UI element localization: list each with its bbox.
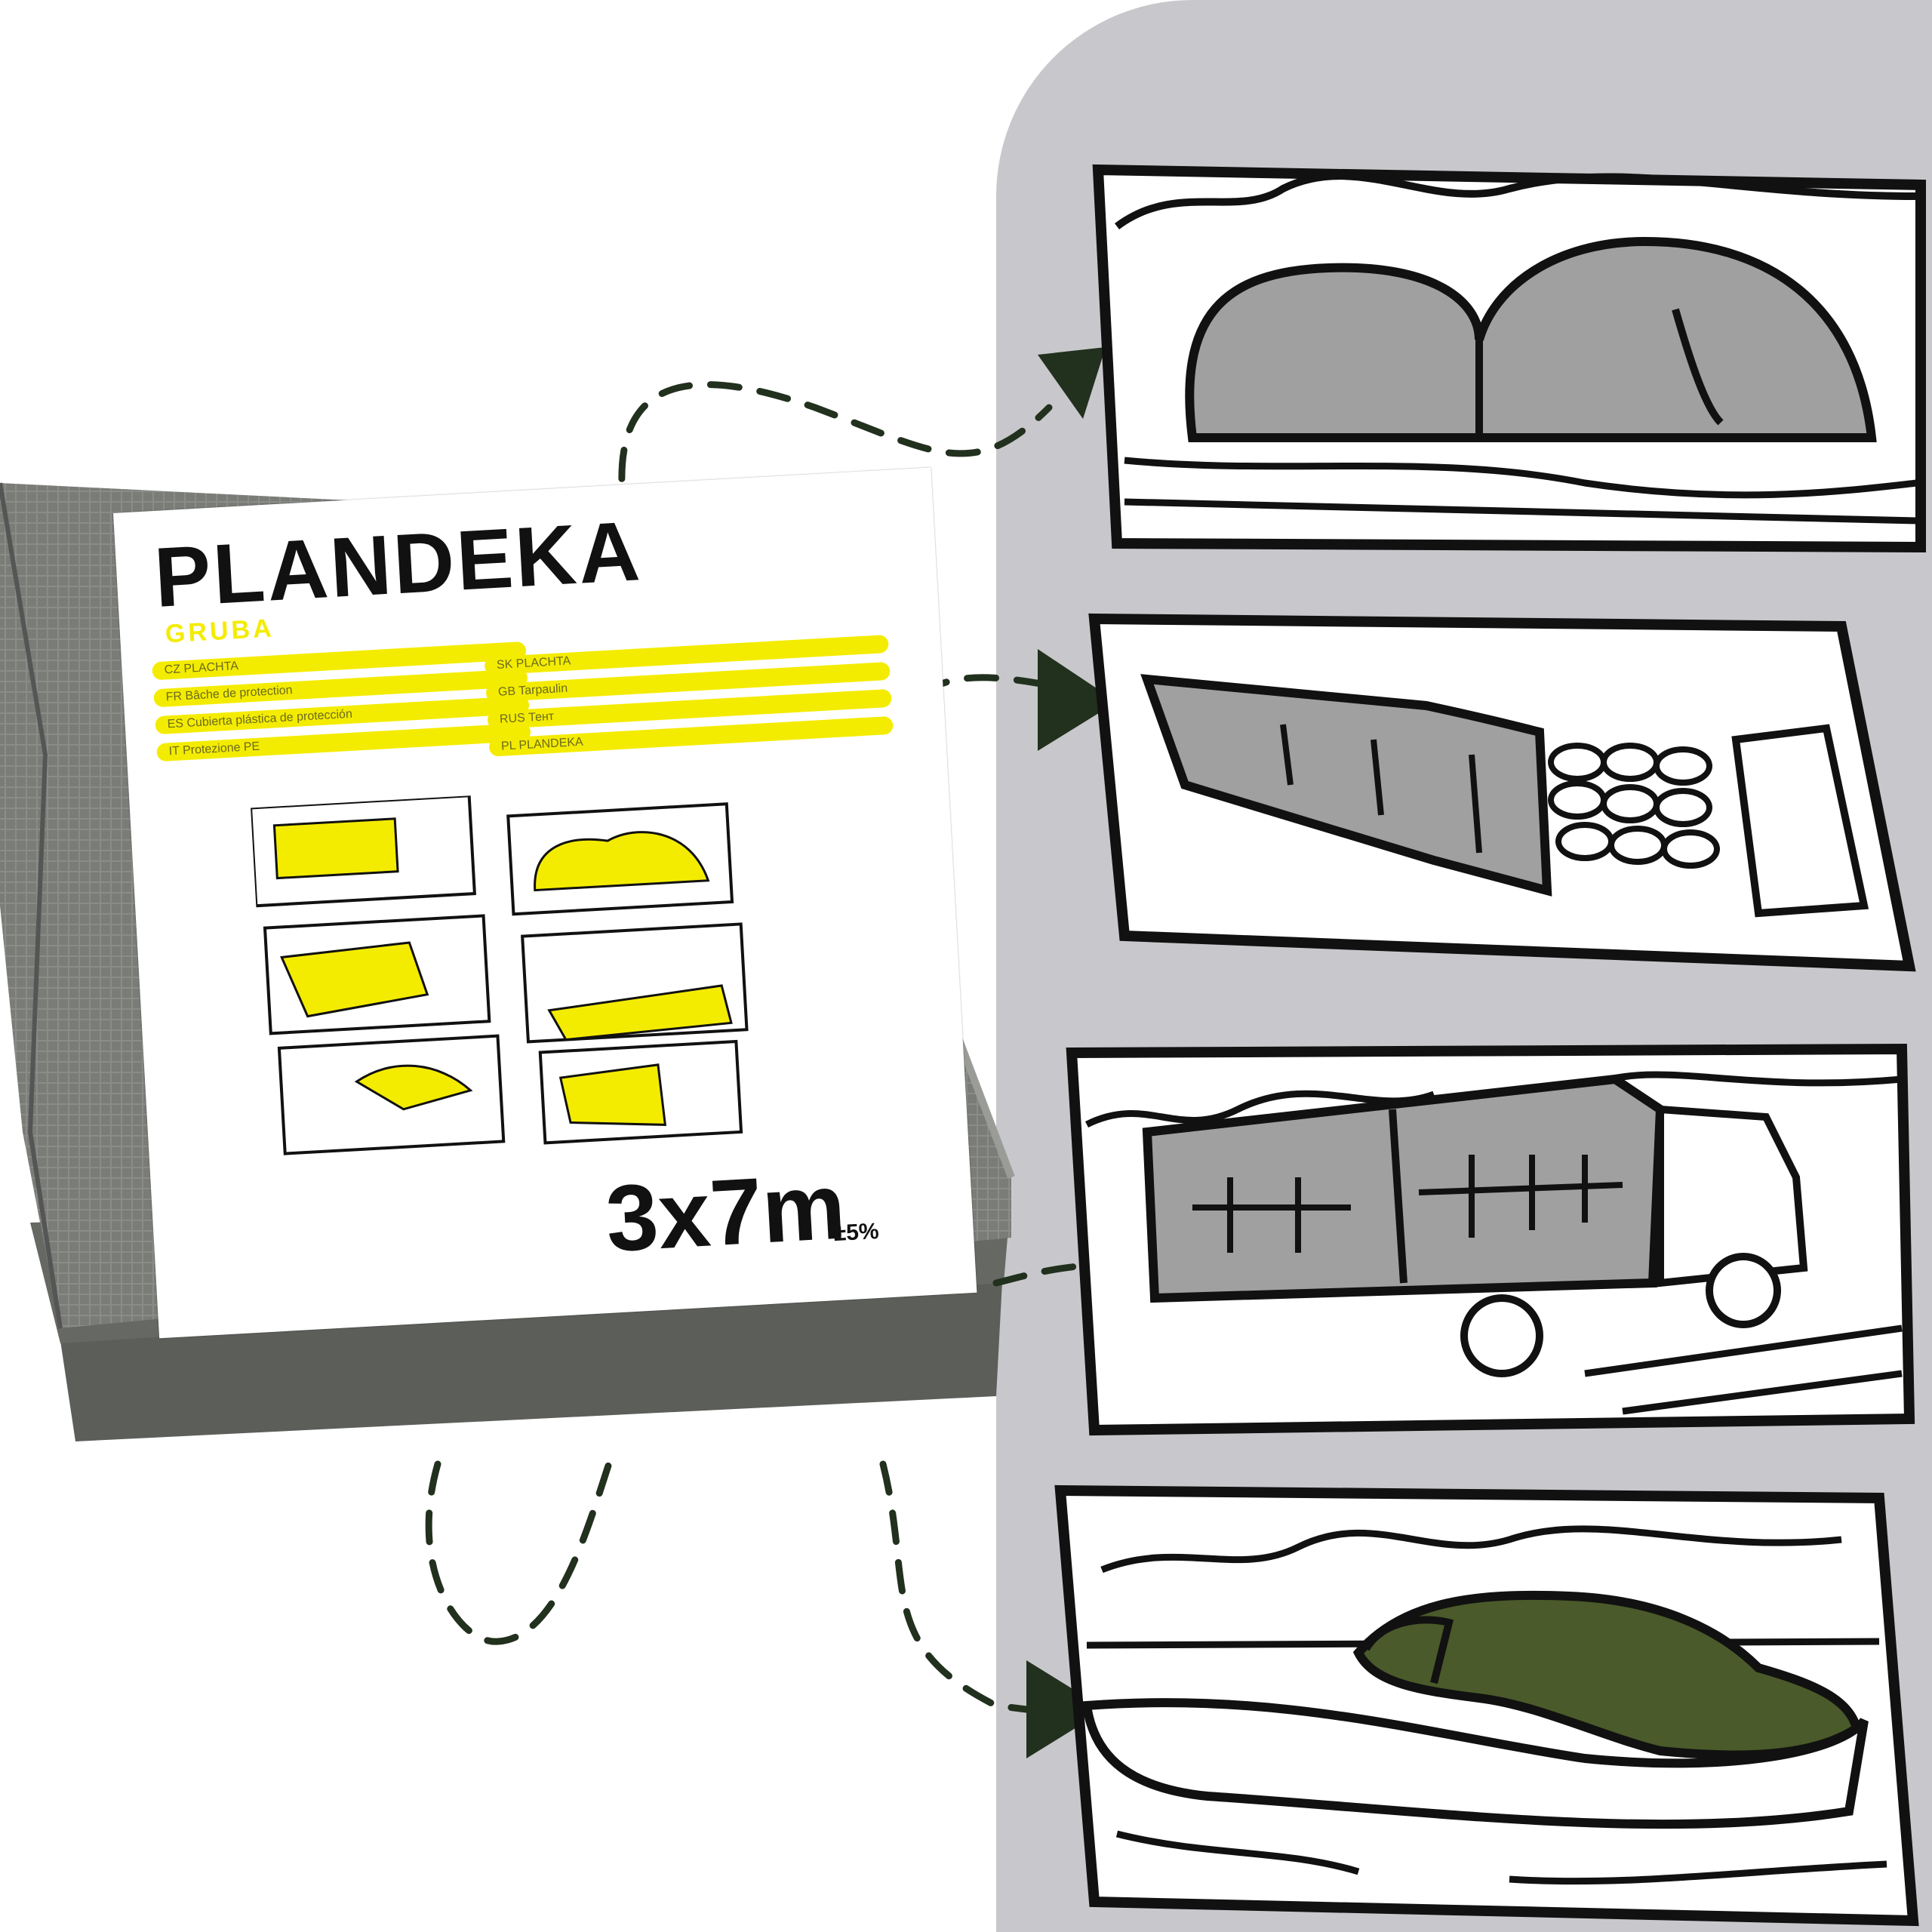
woodpile-icon <box>1140 674 1552 897</box>
thumb-furniture-icon <box>280 941 429 1018</box>
usage-thumbnails <box>251 794 749 1155</box>
tarp-left-fold <box>0 482 63 1329</box>
arrow-loop <box>425 1453 615 1645</box>
language-list: CZ PLACHTA FR Bâche de protection ES Cub… <box>152 620 928 798</box>
arrow-to-boat <box>879 1460 1030 1713</box>
arrowhead-woodpile <box>1038 649 1117 751</box>
covered-boat-illustration <box>1054 1484 1919 1927</box>
product-label: PLANDEKA GRUBA CZ PLACHTA FR Bâche de pr… <box>113 467 977 1339</box>
tolerance-label: ±5% <box>832 1218 880 1247</box>
connector-arrows <box>425 381 1106 1713</box>
haystack-icon <box>1185 236 1877 442</box>
product-title: PLANDEKA <box>152 503 645 625</box>
product-subtitle: GRUBA <box>165 614 275 649</box>
covered-haystacks-illustration <box>1092 164 1926 553</box>
thumb-picnic-icon <box>547 984 733 1041</box>
arrow-to-haystacks <box>618 381 1053 532</box>
thumb-woodpile-icon <box>558 1063 667 1126</box>
thumb-haystack-icon <box>534 831 710 892</box>
arrowhead-haystacks <box>1038 347 1106 419</box>
boat-icon <box>1352 1590 1862 1760</box>
arrow-to-truck <box>992 1260 1106 1287</box>
covered-woodpile-illustration <box>1088 613 1916 972</box>
covered-truck-illustration <box>1066 1043 1915 1436</box>
arrowhead-boat <box>1026 1660 1106 1758</box>
size-label: 3x7m <box>603 1154 848 1272</box>
thumb-truck-icon <box>272 817 399 880</box>
thumb-boat-icon <box>354 1064 473 1111</box>
